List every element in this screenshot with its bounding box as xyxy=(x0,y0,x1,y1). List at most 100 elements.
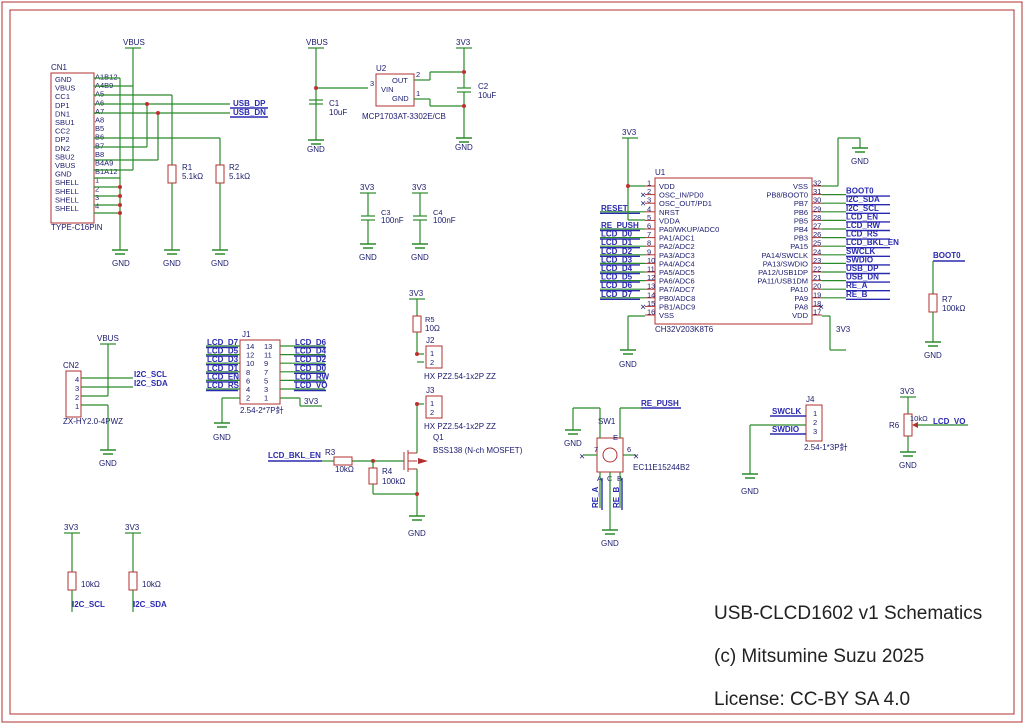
svg-text:GND: GND xyxy=(564,439,582,448)
j1-net-label: LCD_D0 xyxy=(295,364,327,373)
gnd-label-c2: GND xyxy=(455,143,473,152)
cn1-pin-number: A6 xyxy=(95,98,104,107)
sw1-ref: SW1 xyxy=(598,417,616,426)
c3-value: 100nF xyxy=(381,216,404,225)
u1-pin-name: PB6 xyxy=(794,208,808,217)
u1-net-label: LCD_D4 xyxy=(601,264,633,273)
svg-text:GND: GND xyxy=(619,360,637,369)
cn1-pin-name: SHELL xyxy=(55,195,79,204)
u1-pin-number: 17 xyxy=(813,308,821,317)
cn1-pin-number: B1A12 xyxy=(95,167,118,176)
gnd-label-c1: GND xyxy=(307,145,325,154)
j4-ref: J4 xyxy=(806,395,815,404)
cn1-pin-name: SHELL xyxy=(55,187,79,196)
j1-value: 2.54-2*7P針 xyxy=(240,405,284,415)
copyright-text: (c) Mitsumine Suzu 2025 xyxy=(714,646,924,667)
svg-text:E: E xyxy=(613,433,618,442)
u2-value: MCP1703AT-3302E/CB xyxy=(362,112,446,121)
j1-pin-number: 7 xyxy=(264,368,268,377)
u1-pin-number: 1 xyxy=(647,179,651,188)
cn1-pin-name: GND xyxy=(55,75,72,84)
j1-net-label: LCD_D1 xyxy=(207,364,239,373)
r3-ref: R3 xyxy=(325,448,336,457)
cn1-pin-name: DP2 xyxy=(55,135,70,144)
u1-pin-number: 29 xyxy=(813,204,821,213)
j1-pin-number: 3 xyxy=(264,385,268,394)
u1-pin-number: 32 xyxy=(813,179,821,188)
j1-pin-number: 2 xyxy=(246,394,250,403)
net-re-push: RE_PUSH xyxy=(641,399,679,408)
net-re-a: RE_A xyxy=(591,486,600,508)
svg-text:2: 2 xyxy=(430,408,434,417)
svg-text:GND: GND xyxy=(99,459,117,468)
r2-value: 5.1kΩ xyxy=(229,172,250,181)
u1-net-label: USB_DP xyxy=(846,264,879,273)
net-swdio: SWDIO xyxy=(772,425,799,434)
u1-pin-number: 2 xyxy=(647,187,651,196)
u1-pin-number: 15 xyxy=(647,299,655,308)
u1-value: CH32V203K8T6 xyxy=(655,325,714,334)
u1-pin-number: 21 xyxy=(813,273,821,282)
j1-net-label: LCD_D3 xyxy=(207,355,239,364)
i2c-pullup-scl: 3V3 10kΩ I2C_SCL xyxy=(64,523,105,612)
c2-value: 10uF xyxy=(478,91,496,100)
sheet-border-inner xyxy=(9,9,1015,715)
svg-text:2: 2 xyxy=(75,393,79,402)
j3-ref: J3 xyxy=(426,386,435,395)
u1-net-label: LCD_D1 xyxy=(601,238,633,247)
u1-pin-name: PA11/USB1DM xyxy=(757,277,808,286)
net-lcd-bkl-en: LCD_BKL_EN xyxy=(268,451,321,460)
svg-text:4: 4 xyxy=(75,375,79,384)
j1-net-label: LCD_EN xyxy=(207,372,239,381)
cn1-pin-name: GND xyxy=(55,170,72,179)
u1-pin-name: PA7/ADC7 xyxy=(659,285,695,294)
j1-net-label: LCD_VO xyxy=(295,381,327,390)
u1-pin-name: PA4/ADC4 xyxy=(659,259,695,268)
j3-value: HX PZ2.54-1x2P ZZ xyxy=(424,422,496,431)
u1-body xyxy=(654,177,813,325)
no-connect-mark: ✕ xyxy=(640,199,646,208)
cn1-pin-name: SHELL xyxy=(55,178,79,187)
u1-net-label: USB_DN xyxy=(846,273,879,282)
u1-pin-name: PB7 xyxy=(794,199,808,208)
j1-pin-number: 14 xyxy=(246,342,254,351)
c1-ref: C1 xyxy=(329,99,340,108)
svg-text:1: 1 xyxy=(430,349,434,358)
j1-net-label: LCD_D6 xyxy=(295,338,327,347)
u1-net-label: LCD_D6 xyxy=(601,281,633,290)
u1-net-label: LCD_BKL_EN xyxy=(846,238,899,247)
c3-capacitor: 3V3 C3 100nF GND xyxy=(359,183,404,262)
svg-text:✕: ✕ xyxy=(633,452,639,461)
svg-text:GND: GND xyxy=(359,253,377,262)
u1-pin-number: 24 xyxy=(813,247,821,256)
u1-pin-number: 12 xyxy=(647,273,655,282)
j1-pin-number: 10 xyxy=(246,359,254,368)
svg-text:7: 7 xyxy=(594,445,598,454)
u1-net-label: I2C_SCL xyxy=(846,204,879,213)
u1-pin-number: 26 xyxy=(813,230,821,239)
cn1-pin-number: B5 xyxy=(95,124,104,133)
u2-pin-vin: VIN xyxy=(381,85,394,94)
net-lcd-vo: LCD_VO xyxy=(933,417,965,426)
net-i2c-scl-pullup: I2C_SCL xyxy=(72,600,105,609)
u1-pin-number: 11 xyxy=(647,265,655,274)
cn1-pin-name: SBU1 xyxy=(55,118,75,127)
cn1-pin-number: B8 xyxy=(95,150,104,159)
net-re-b: RE_B xyxy=(612,486,621,508)
svg-text:3: 3 xyxy=(370,79,374,88)
svg-text:3V3: 3V3 xyxy=(360,183,375,192)
pullup-sda-value: 10kΩ xyxy=(142,580,161,589)
j1-net-label: LCD_D2 xyxy=(295,355,327,364)
r7-resistor: BOOT0 R7 100kΩ GND xyxy=(924,251,965,360)
r6-contrast-pot: 3V3 10kΩ R6 LCD_VO GND xyxy=(889,387,968,470)
net-boot0: BOOT0 xyxy=(933,251,961,260)
u1-pin-name: PA2/ADC2 xyxy=(659,242,695,251)
svg-text:GND: GND xyxy=(924,351,942,360)
gnd-label-r1: GND xyxy=(163,259,181,268)
c4-ref: C4 xyxy=(433,208,443,217)
u1-pin-number: 6 xyxy=(647,222,651,231)
u1-net-label: RESET xyxy=(601,204,628,213)
svg-text:3V3: 3V3 xyxy=(900,387,915,396)
